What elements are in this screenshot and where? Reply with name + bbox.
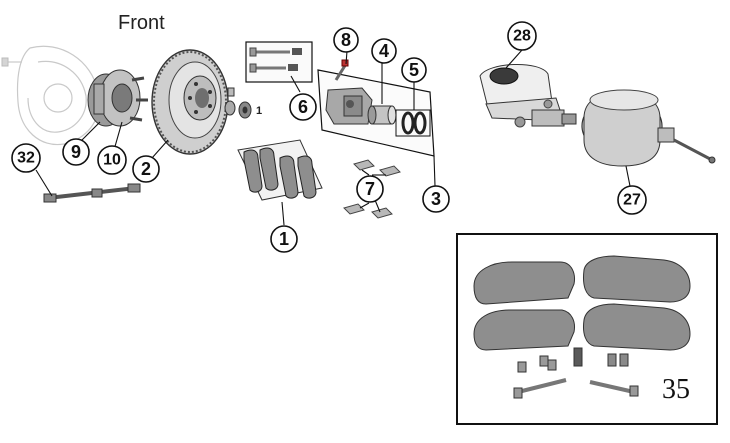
svg-text:6: 6: [298, 97, 308, 117]
svg-text:1: 1: [279, 229, 289, 249]
caliper-seal-kit: [395, 109, 431, 137]
svg-text:28: 28: [513, 28, 531, 45]
svg-text:3: 3: [431, 189, 441, 209]
caliper-piston: [367, 105, 397, 125]
callout-small-1: 1: [256, 105, 262, 117]
callout-4: 4: [371, 38, 397, 64]
pad-hardware-clips: [343, 159, 401, 219]
callout-10: 10: [97, 145, 127, 175]
inset-brake-pads: [473, 255, 691, 351]
svg-text:8: 8: [341, 30, 351, 50]
axle-nut: [224, 87, 252, 119]
svg-text:4: 4: [379, 41, 389, 61]
brake-pad-set: [237, 139, 323, 201]
master-cylinder: [479, 64, 577, 128]
caliper-pin-kit: [245, 41, 313, 83]
dust-shield: [1, 45, 100, 146]
svg-text:32: 32: [17, 150, 35, 167]
leader-lines: [35, 49, 631, 226]
svg-text:2: 2: [141, 159, 151, 179]
hub-bearing: [87, 69, 148, 127]
svg-text:10: 10: [103, 152, 121, 169]
callout-27: 27: [617, 185, 647, 215]
callout-8: 8: [333, 27, 359, 53]
brake-booster: [581, 89, 716, 167]
inset-number-35: 35: [662, 374, 690, 405]
brake-hose: [43, 183, 141, 203]
bleeder-screw: [334, 59, 349, 81]
svg-text:9: 9: [71, 142, 81, 162]
callout-28: 28: [507, 21, 537, 51]
callout-2: 2: [132, 155, 160, 183]
brake-rotor: [151, 49, 229, 155]
callout-7: 7: [356, 175, 384, 203]
svg-text:7: 7: [365, 179, 375, 199]
title-front: Front: [118, 12, 165, 34]
callout-5: 5: [401, 57, 427, 83]
svg-text:27: 27: [623, 192, 641, 209]
callout-1: 1: [270, 225, 298, 253]
callout-6: 6: [289, 93, 317, 121]
callout-32: 32: [11, 143, 41, 173]
inset-hardware: [513, 347, 639, 399]
pad-kit-inset: 35: [456, 233, 718, 425]
callout-3: 3: [422, 185, 450, 213]
svg-text:5: 5: [409, 60, 419, 80]
callout-9: 9: [62, 138, 90, 166]
